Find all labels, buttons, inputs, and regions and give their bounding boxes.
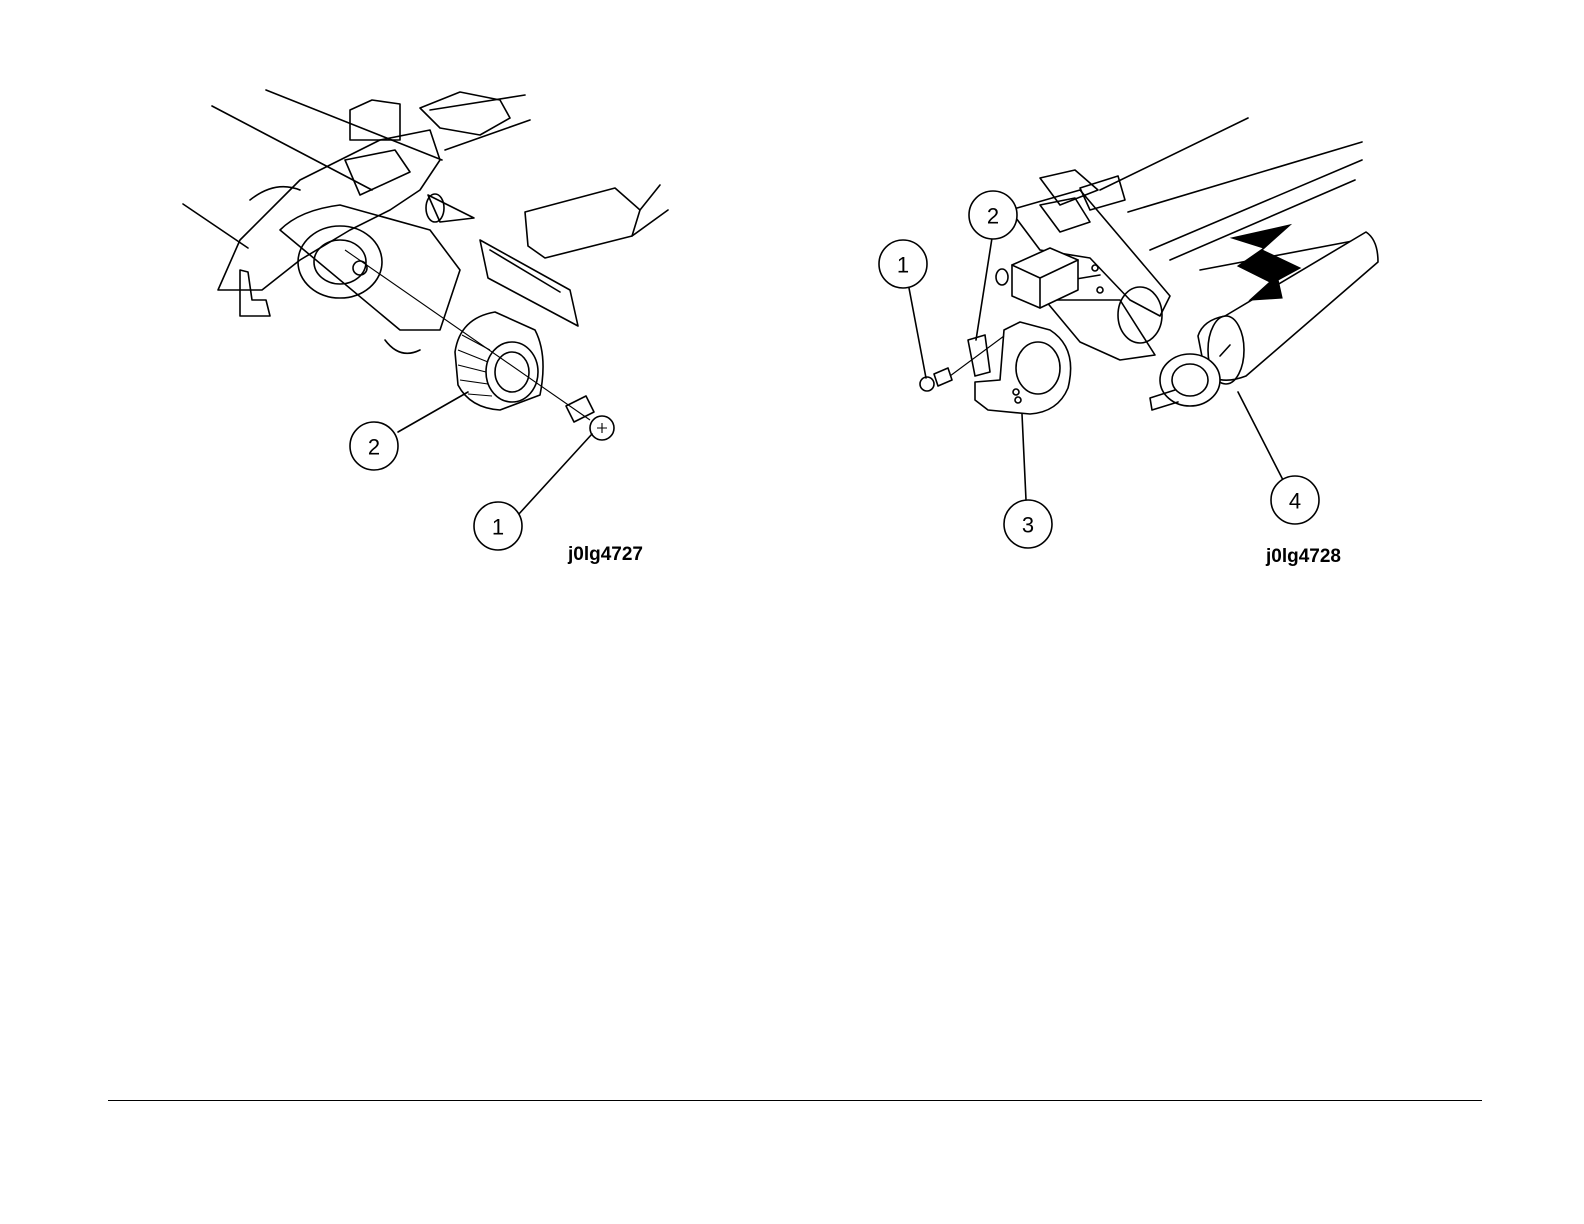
figure-j0lg4727 (183, 90, 668, 515)
figure-id-label: j0lg4727 (567, 544, 643, 565)
svg-text:2: 2 (987, 204, 999, 229)
callout-2-figure-1: 2 (350, 422, 398, 470)
svg-text:2: 2 (368, 435, 380, 460)
callout-3-figure-2: 3 (1004, 500, 1052, 548)
callout-2-figure-2: 2 (969, 191, 1017, 239)
svg-text:4: 4 (1289, 489, 1301, 514)
footer-divider (108, 1100, 1482, 1101)
svg-text:1: 1 (492, 515, 504, 540)
callout-1-figure-1: 1 (474, 502, 522, 550)
callout-1-figure-2: 1 (879, 240, 927, 288)
svg-text:3: 3 (1022, 513, 1034, 538)
callout-4-figure-2: 4 (1271, 476, 1319, 524)
figure-j0lg4728 (909, 118, 1378, 500)
svg-text:1: 1 (897, 253, 909, 278)
figure-id-label: j0lg4728 (1265, 546, 1341, 567)
